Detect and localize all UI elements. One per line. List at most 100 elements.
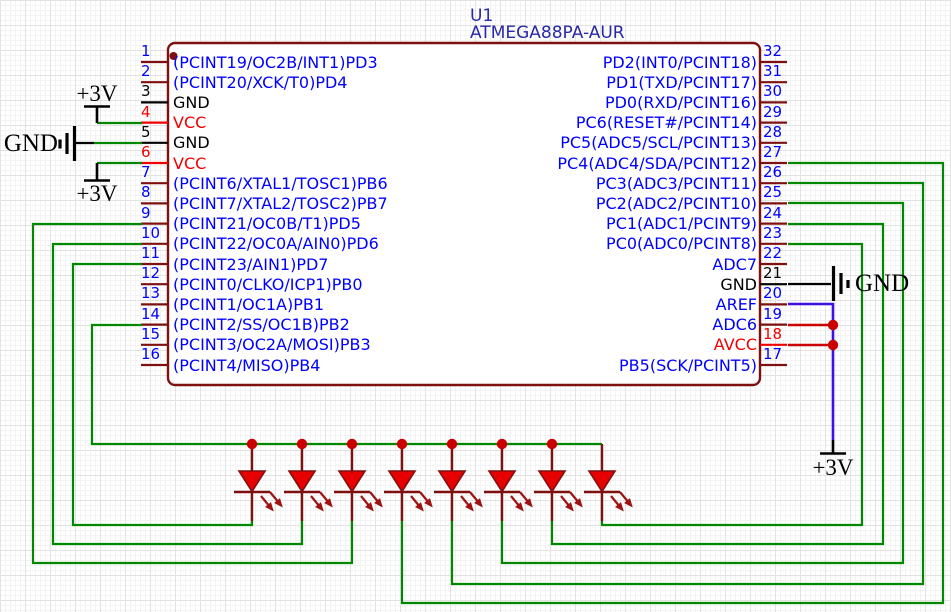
power-3v-symbol-bottom-right[interactable]: [820, 440, 846, 455]
power-3v-symbol-top-left[interactable]: [84, 105, 110, 124]
pin-label: GND: [173, 92, 210, 112]
pin-label: PC6(RESET#/PCINT14): [575, 113, 757, 133]
mcu-part-name: ATMEGA88PA-AUR: [470, 23, 625, 43]
pin-number: 4: [141, 102, 151, 121]
pin-number: 5: [141, 122, 151, 141]
junction-dot: [246, 438, 258, 450]
pin-number: 17: [763, 345, 783, 363]
pin-label: (PCINT7/XTAL2/TOSC2)PB7: [173, 193, 388, 213]
pin-number: 7: [141, 163, 151, 182]
pin-label: (PCINT19/OC2B/INT1)PD3: [173, 52, 378, 72]
pin-number: 15: [141, 324, 161, 343]
power-label-3v-top-left: +3V: [76, 81, 118, 106]
led-symbol-1[interactable]: [234, 444, 283, 521]
wires-red: [788, 323, 833, 347]
pin-number: 31: [763, 62, 783, 81]
pin-label: PC2(ADC2/PCINT10): [595, 193, 757, 213]
led-emission-arrows-icon: [610, 491, 633, 512]
pin-label: ADC6: [712, 315, 757, 335]
pin-number: 27: [763, 143, 783, 161]
wires-black: [76, 141, 831, 286]
pin-label: PD1(TXD/PCINT17): [606, 72, 757, 92]
wire-pd6-led2[interactable]: [51, 242, 304, 546]
led-symbol-4[interactable]: [384, 444, 433, 521]
pin-label: PB5(SCK/PCINT5): [619, 355, 757, 375]
power-3v-symbol-bottom-left[interactable]: [84, 163, 110, 182]
led-emission-arrows-icon: [360, 491, 383, 512]
junction-dot: [546, 438, 558, 450]
pin-label: (PCINT23/AIN1)PD7: [173, 254, 329, 274]
wire-pd7-led1[interactable]: [71, 262, 254, 527]
pin-label: PC5(ADC5/SCL/PCINT13): [560, 133, 757, 153]
led-emission-arrows-icon: [460, 491, 483, 512]
power-label-gnd-left: GND: [3, 130, 58, 157]
pin-number: 25: [763, 183, 783, 202]
pin-number: 6: [141, 143, 151, 161]
led-emission-arrows-icon: [410, 491, 433, 512]
pin-label: GND: [173, 133, 210, 153]
pin-label: (PCINT22/OC0A/AIN0)PD6: [173, 234, 379, 254]
pin-number: 14: [141, 304, 161, 323]
pin-number: 10: [141, 223, 161, 242]
pin-label: (PCINT3/OC2A/MOSI)PB3: [173, 335, 371, 355]
led-symbol-5[interactable]: [434, 444, 483, 521]
pin-label: PC4(ADC4/SDA/PCINT12): [557, 153, 757, 173]
wire-pc3-led5[interactable]: [450, 181, 925, 586]
pin-number: 21: [763, 264, 783, 283]
led-emission-arrows-icon: [560, 491, 583, 512]
pin-number: 9: [141, 203, 151, 222]
led-symbol-7[interactable]: [534, 444, 583, 521]
pin-label: (PCINT20/XCK/T0)PD4: [173, 72, 348, 92]
pin-label: (PCINT4/MISO)PB4: [173, 355, 321, 375]
led-emission-arrows-icon: [510, 491, 533, 512]
pin-label: (PCINT2/SS/OC1B)PB2: [173, 315, 350, 335]
pin-label: PC1(ADC1/PCINT9): [606, 214, 757, 234]
pin-number: 1: [141, 42, 151, 60]
junction-dot: [446, 438, 458, 450]
pin-label: PD0(RXD/PCINT16): [604, 92, 757, 112]
led-emission-arrows-icon: [260, 491, 283, 512]
gnd-symbol-left[interactable]: [58, 126, 77, 161]
wire-pc1-led7[interactable]: [550, 222, 885, 546]
led-symbol-8[interactable]: [584, 444, 633, 521]
pin-number: 26: [763, 163, 783, 182]
pin-number: 24: [763, 203, 783, 222]
pin-number: 11: [141, 244, 161, 262]
pin-label: AVCC: [713, 335, 757, 355]
pin-number: 28: [763, 122, 783, 141]
wire-pc2-led6[interactable]: [500, 201, 905, 565]
junction-dot: [296, 438, 308, 450]
wire-pc4-led4[interactable]: [400, 161, 945, 605]
pin-label: (PCINT0/CLKO/ICP1)PB0: [173, 274, 363, 294]
pin-label: AREF: [715, 294, 757, 314]
pin1-marker-icon: [169, 52, 178, 60]
junction-dot-avcc: [827, 339, 839, 351]
pin-label: GND: [720, 274, 757, 294]
pin-number: 19: [763, 304, 783, 323]
mcu-body: [166, 41, 762, 387]
led-emission-arrows-icon: [310, 491, 333, 512]
wire-pd5-led3[interactable]: [31, 222, 354, 565]
wires-green: [31, 121, 945, 605]
led-array: [234, 438, 633, 521]
pin-number: 13: [141, 284, 161, 303]
mcu-symbol[interactable]: [166, 41, 762, 387]
led-symbol-2[interactable]: [284, 444, 333, 521]
power-label-3v-bottom-right: +3V: [812, 455, 854, 480]
pin-number: 16: [141, 345, 161, 363]
pin-label: PD2(INT0/PCINT18): [602, 52, 757, 72]
wire-pc0-led8[interactable]: [600, 242, 864, 527]
pin-number: 12: [141, 264, 161, 283]
pin-number: 22: [763, 244, 783, 262]
led-symbol-6[interactable]: [484, 444, 533, 521]
pin-label: VCC: [173, 153, 207, 173]
pin-number: 30: [763, 82, 783, 101]
wire-3v-aref-avcc[interactable]: [788, 302, 835, 440]
gnd-symbol-right[interactable]: [831, 266, 850, 301]
led-symbol-3[interactable]: [334, 444, 383, 521]
pin-label: (PCINT1/OC1A)PB1: [173, 294, 325, 314]
pin-number: 20: [763, 284, 783, 303]
power-label-3v-bottom-left: +3V: [76, 181, 118, 206]
